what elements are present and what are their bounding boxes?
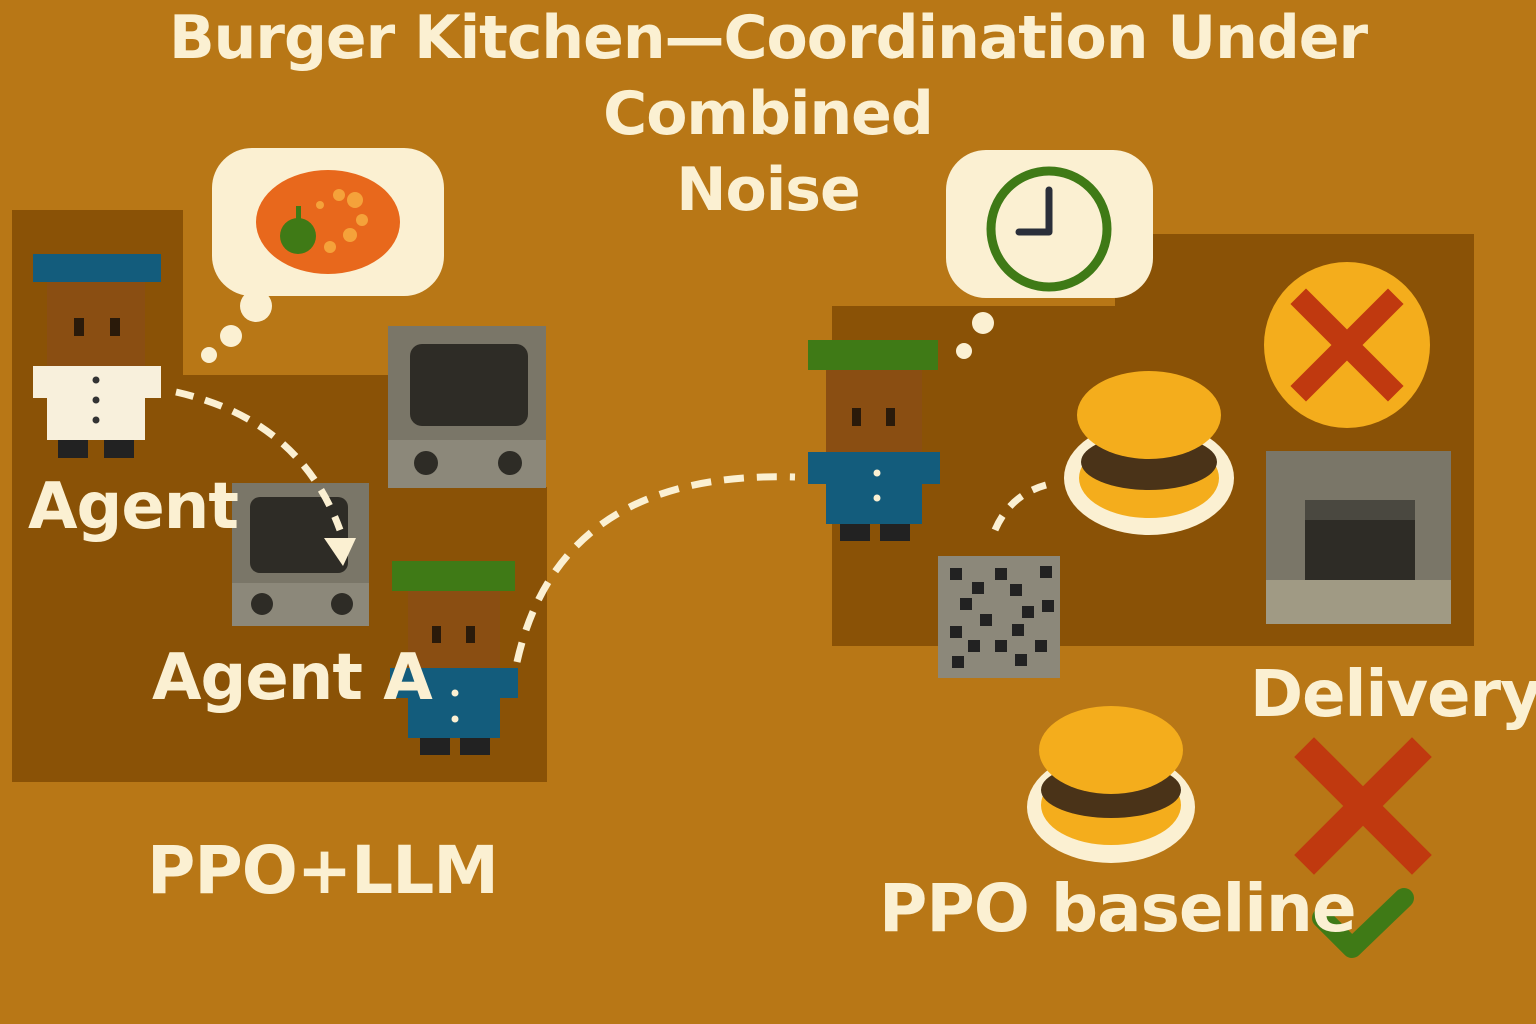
stove-icon	[388, 326, 546, 488]
fail-x-icon	[1264, 262, 1430, 428]
baseline-label: PPO baseline	[879, 870, 1357, 947]
coordination-path	[513, 473, 796, 663]
stove-icon	[232, 483, 369, 626]
title-line-2: Noise	[676, 155, 860, 225]
tomato-soup-icon	[256, 170, 400, 274]
method-label: PPO+LLM	[147, 832, 499, 909]
agent-a-label: Agent A	[152, 641, 433, 715]
fail-x-icon	[1294, 737, 1432, 875]
delivery-label: Delivery	[1250, 658, 1536, 732]
clock-icon	[986, 166, 1112, 292]
burger-icon	[1027, 706, 1195, 863]
page-title: Burger Kitchen—Coordination Under Combin…	[0, 0, 1536, 228]
success-check-icon	[1312, 888, 1414, 958]
chef-agent-icon	[33, 254, 161, 458]
agent-label: Agent	[28, 470, 239, 544]
title-line-1: Burger Kitchen—Coordination Under Combin…	[168, 3, 1368, 149]
noise-path	[991, 481, 1048, 532]
delivery-counter-icon	[1266, 451, 1451, 624]
burger-icon	[1064, 371, 1234, 535]
noise-tile-icon	[938, 556, 1060, 678]
movement-arrow	[175, 388, 356, 566]
chef-agent-a-icon	[390, 561, 518, 755]
chef-agent-icon	[808, 340, 940, 541]
